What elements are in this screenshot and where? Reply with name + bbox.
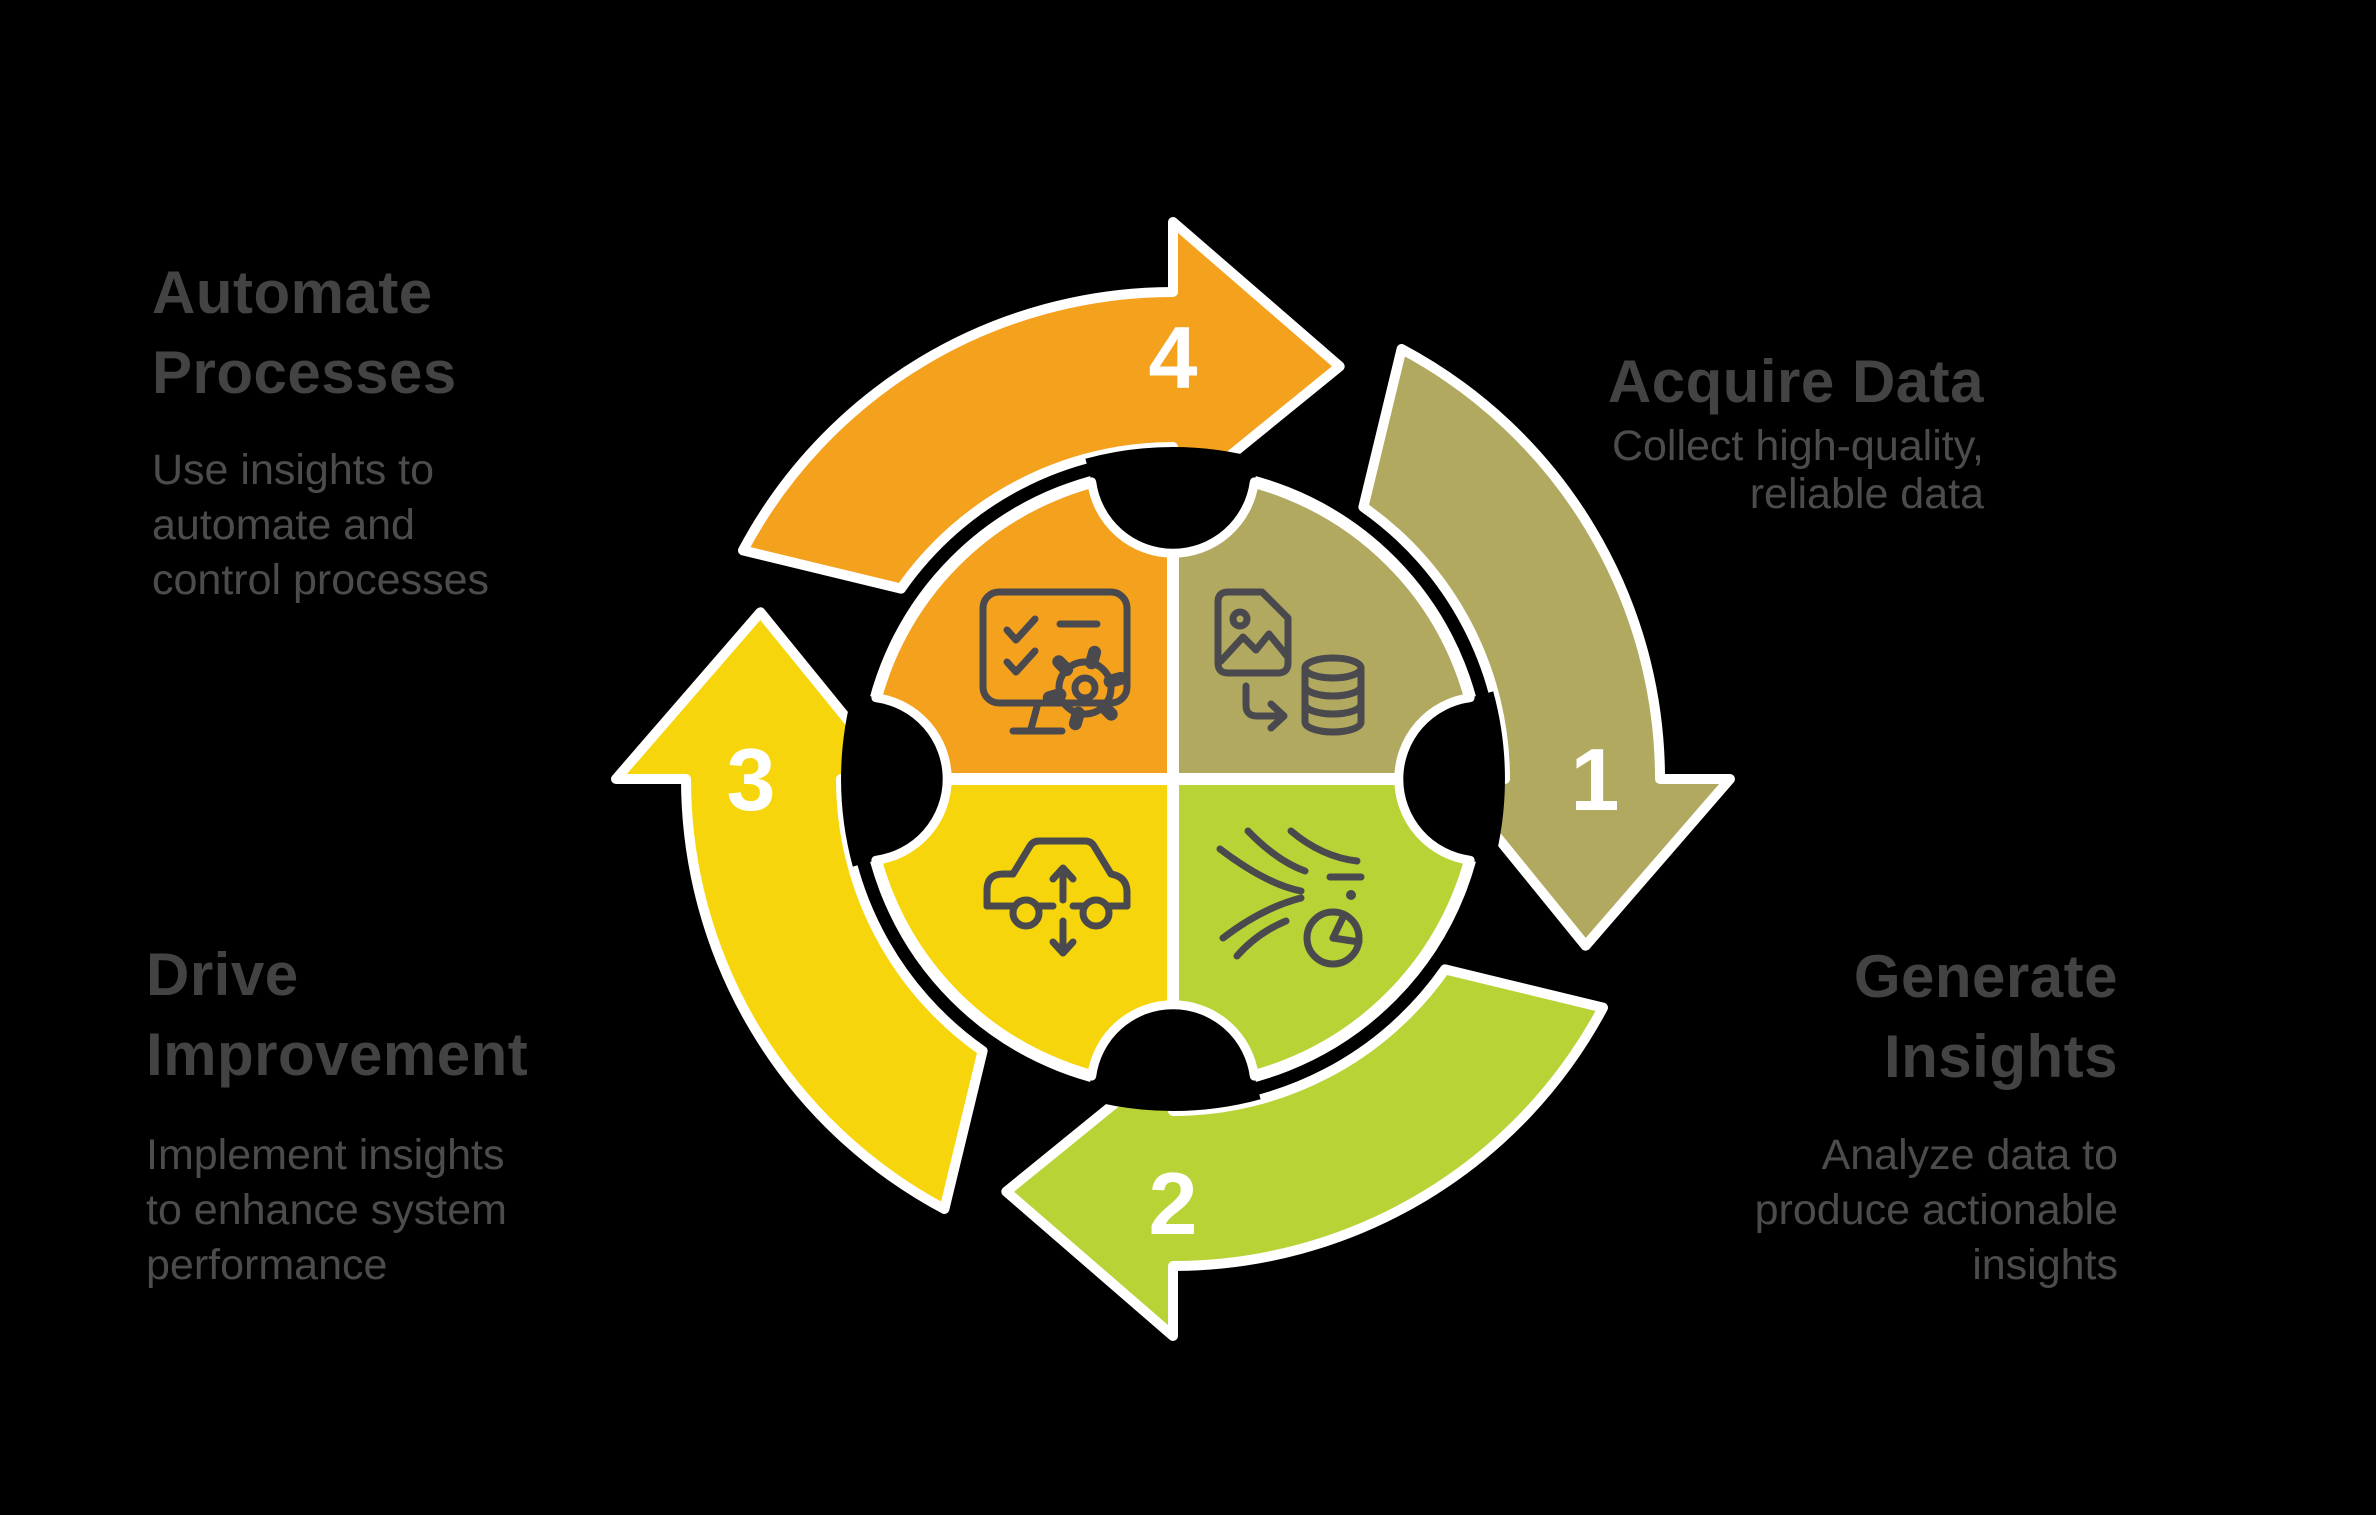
body-line: Analyze data to bbox=[1821, 1131, 2118, 1179]
step-number-3: 3 bbox=[727, 730, 776, 829]
title-line: Insights bbox=[1883, 1023, 2118, 1090]
inner-pie bbox=[859, 465, 1487, 1093]
step-number-4: 4 bbox=[1149, 308, 1198, 407]
cycle-arrow-segment-2 bbox=[1001, 964, 1608, 1341]
step-description: Analyze data to produce actionable insig… bbox=[1755, 1128, 2118, 1293]
body-line: produce actionable bbox=[1754, 1186, 2118, 1234]
title-line: Processes bbox=[152, 339, 457, 406]
title-line: Improvement bbox=[146, 1021, 529, 1088]
title-line: Generate bbox=[1853, 943, 2118, 1010]
step-title: Automate Processes bbox=[152, 253, 489, 413]
step-number-1: 1 bbox=[1571, 730, 1620, 829]
step-number-2: 2 bbox=[1149, 1154, 1198, 1253]
notch-top bbox=[1085, 447, 1261, 558]
step-description: Use insights to automate and control pro… bbox=[152, 443, 489, 608]
body-line: Implement insights bbox=[146, 1131, 505, 1179]
cycle-arrow-segment-1 bbox=[1358, 344, 1735, 951]
step-title: Generate Insights bbox=[1755, 937, 2118, 1097]
step-title: Acquire Data bbox=[1608, 342, 1984, 422]
body-line: Collect high-quality, bbox=[1611, 422, 1984, 470]
pie-notches bbox=[841, 447, 1505, 1111]
ring-arrows bbox=[611, 217, 1735, 1341]
analysis-pie-icon bbox=[1216, 827, 1365, 968]
notch-right bbox=[1394, 691, 1505, 867]
body-line: reliable data bbox=[1749, 470, 1984, 518]
title-line: Drive bbox=[146, 941, 299, 1008]
label-block-acquire-data: Acquire Data Collect high-quality, relia… bbox=[1608, 342, 1984, 518]
body-line: insights bbox=[1972, 1241, 2118, 1289]
body-line: Use insights to bbox=[152, 446, 435, 494]
label-block-automate-processes: Automate Processes Use insights to autom… bbox=[152, 253, 489, 608]
step-description: Collect high-quality, reliable data bbox=[1608, 422, 1984, 518]
body-line: performance bbox=[146, 1241, 388, 1289]
body-line: to enhance system bbox=[146, 1186, 507, 1234]
image-to-database-icon bbox=[1214, 588, 1365, 736]
checklist-gear-icon bbox=[979, 588, 1131, 735]
body-line: control processes bbox=[152, 556, 489, 604]
title-line: Acquire Data bbox=[1607, 348, 1984, 415]
title-line: Automate bbox=[152, 259, 433, 326]
body-line: automate and bbox=[152, 501, 415, 549]
notch-left bbox=[841, 691, 952, 867]
step-description: Implement insights to enhance system per… bbox=[146, 1128, 528, 1293]
label-block-generate-insights: Generate Insights Analyze data to produc… bbox=[1755, 937, 2118, 1293]
label-block-drive-improvement: Drive Improvement Implement insights to … bbox=[146, 935, 528, 1293]
step-numbers: 4 1 2 3 bbox=[727, 308, 1620, 1253]
cycle-arrow-segment-3 bbox=[611, 607, 988, 1214]
car-suspension-icon bbox=[983, 837, 1131, 957]
step-title: Drive Improvement bbox=[146, 935, 528, 1095]
notch-bottom bbox=[1085, 1000, 1261, 1111]
cycle-arrow-segment-4 bbox=[738, 217, 1345, 594]
